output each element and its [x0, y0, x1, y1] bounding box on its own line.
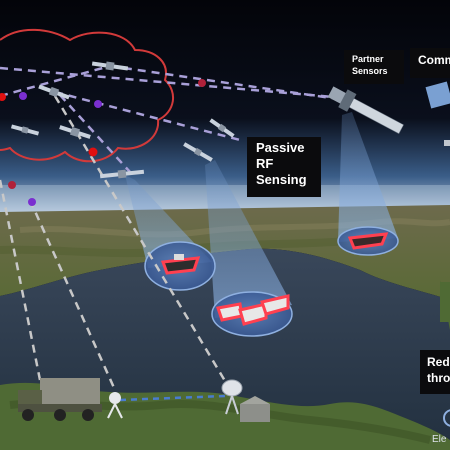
node-purple-2 — [94, 100, 102, 108]
right-bottom-marker — [443, 409, 450, 427]
satellite-7 — [183, 142, 213, 162]
link-sat — [54, 90, 241, 142]
satellite-4 — [59, 125, 91, 139]
partner-line-2: Sensors — [352, 66, 388, 76]
land-texture — [19, 218, 450, 238]
red-line-2: thro — [427, 371, 450, 385]
sensor-beam-center — [205, 160, 292, 318]
node-red-1 — [0, 93, 6, 101]
link-top — [0, 66, 346, 100]
comm-satellite-panel — [425, 81, 450, 109]
link-ground-vehicle — [28, 199, 117, 391]
network-cloud — [0, 28, 174, 163]
node-red-2 — [198, 79, 206, 87]
sensor-beam-right — [338, 112, 398, 242]
military-truck — [18, 378, 102, 421]
ship-center-2 — [238, 302, 268, 326]
ground-links — [0, 95, 230, 391]
satellite-5 — [99, 169, 145, 179]
link-ground-left — [0, 179, 42, 381]
node-red-3 — [88, 147, 98, 157]
link-partner — [109, 64, 346, 102]
satellite-3 — [10, 124, 40, 136]
space-links — [0, 64, 346, 173]
label-partner-sensors: Partner Sensors — [344, 50, 404, 84]
label-passive-rf-sensing: Passive RF Sensing — [247, 137, 321, 197]
ground-dish — [221, 379, 243, 415]
ship-center-1 — [216, 302, 244, 322]
ship-right — [347, 232, 389, 250]
land-mass — [0, 205, 450, 300]
label-red: Red thro — [420, 350, 450, 394]
red-line-1: Red — [427, 355, 450, 369]
label-elev: Ele — [432, 434, 447, 445]
link-mid — [0, 64, 111, 98]
node-purple-3 — [28, 198, 36, 206]
passive-line-3: Sensing — [256, 172, 307, 187]
satellite-6 — [209, 118, 235, 138]
right-edge-marker — [444, 140, 450, 146]
partner-line-1: Partner — [352, 54, 384, 64]
link-ground-long — [53, 95, 230, 387]
right-coast-strip — [440, 282, 450, 322]
node-purple-1 — [19, 92, 27, 100]
field-antenna — [107, 392, 123, 419]
ground-building — [240, 396, 270, 422]
label-comm: Comm — [410, 48, 450, 78]
passive-line-2: RF — [256, 156, 274, 171]
comm-text: Comm — [418, 53, 450, 67]
satellite-1 — [91, 61, 129, 71]
link-diagonal — [59, 94, 131, 173]
passive-line-1: Passive — [256, 140, 305, 155]
ship-left — [160, 254, 201, 275]
ship-center-3 — [260, 294, 290, 316]
node-red-4 — [8, 181, 16, 189]
satellite-2 — [38, 84, 70, 100]
partner-satellite — [327, 86, 404, 134]
